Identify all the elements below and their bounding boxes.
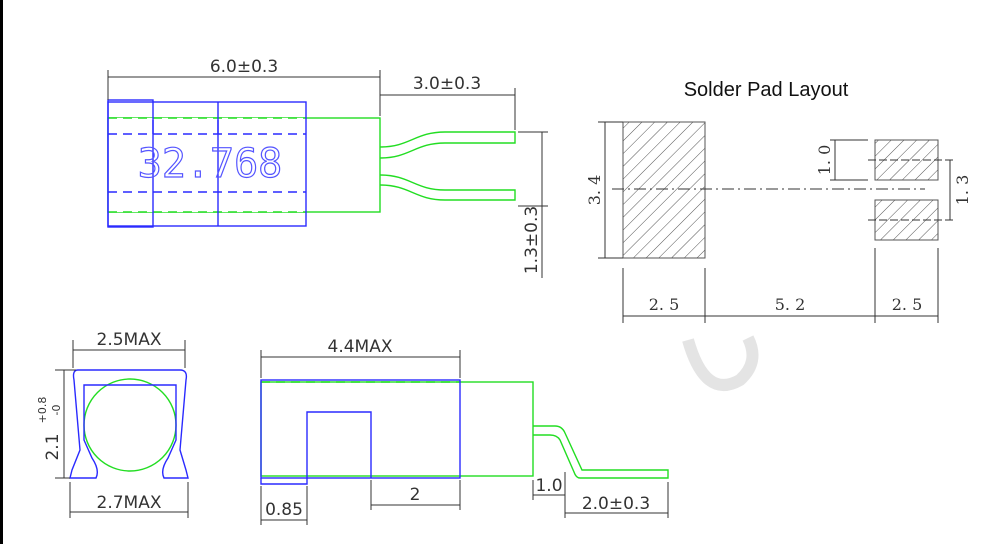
can-outline (260, 381, 534, 477)
dim-bottom-width: 2.7MAX (97, 493, 162, 513)
dim-left-width: 2. 5 (649, 295, 680, 314)
left-border (0, 0, 3, 544)
dim-top-width: 2.5MAX (97, 330, 162, 350)
dim-lead-pitch: 1.3±0.3 (522, 206, 542, 274)
holder-notch (306, 411, 372, 478)
frequency-marking: 32.768 (138, 141, 283, 187)
dim-height: 2.1 (43, 433, 63, 460)
dim-lead: 2.0±0.3 (582, 494, 650, 514)
dim-right-width: 2. 5 (892, 295, 923, 314)
front-view: 2.5MAX 2.7MAX 2.1 +0.8 -0 (36, 330, 189, 518)
holder-frame (69, 369, 189, 479)
dim-lead-length: 3.0±0.3 (413, 74, 481, 94)
dim-pad-pitch: 1. 3 (953, 175, 972, 206)
lead-lower (379, 174, 516, 201)
dim-a: 0.85 (265, 500, 303, 520)
crystal-can (83, 378, 177, 472)
side-view: 4.4MAX 0.85 2 1.0 2.0±0.3 (260, 337, 669, 525)
large-pad (622, 121, 706, 259)
bent-lead (533, 425, 669, 479)
top-view: 32.768 6.0±0.3 3.0±0.3 1.3±0.3 (107, 57, 548, 278)
dim-c: 1.0 (535, 476, 562, 496)
holder-outline (260, 379, 461, 479)
solder-pad-layout: Solder Pad Layout 3. 4 1. 0 1. 3 2. 5 5.… (585, 79, 972, 323)
dim-b: 2 (410, 485, 421, 505)
watermark (682, 335, 759, 391)
tolerance-minus: -0 (50, 405, 63, 416)
dim-pad-height: 3. 4 (585, 175, 604, 206)
pad-layout-title: Solder Pad Layout (684, 79, 849, 101)
body-tab (107, 99, 154, 228)
tolerance-plus: +0.8 (36, 397, 49, 424)
dim-small-pad: 1. 0 (815, 145, 834, 176)
dim-length: 6.0±0.3 (210, 57, 278, 77)
dim-side-length: 4.4MAX (328, 337, 393, 357)
dim-gap: 5. 2 (775, 295, 806, 314)
lead-upper (379, 131, 516, 159)
